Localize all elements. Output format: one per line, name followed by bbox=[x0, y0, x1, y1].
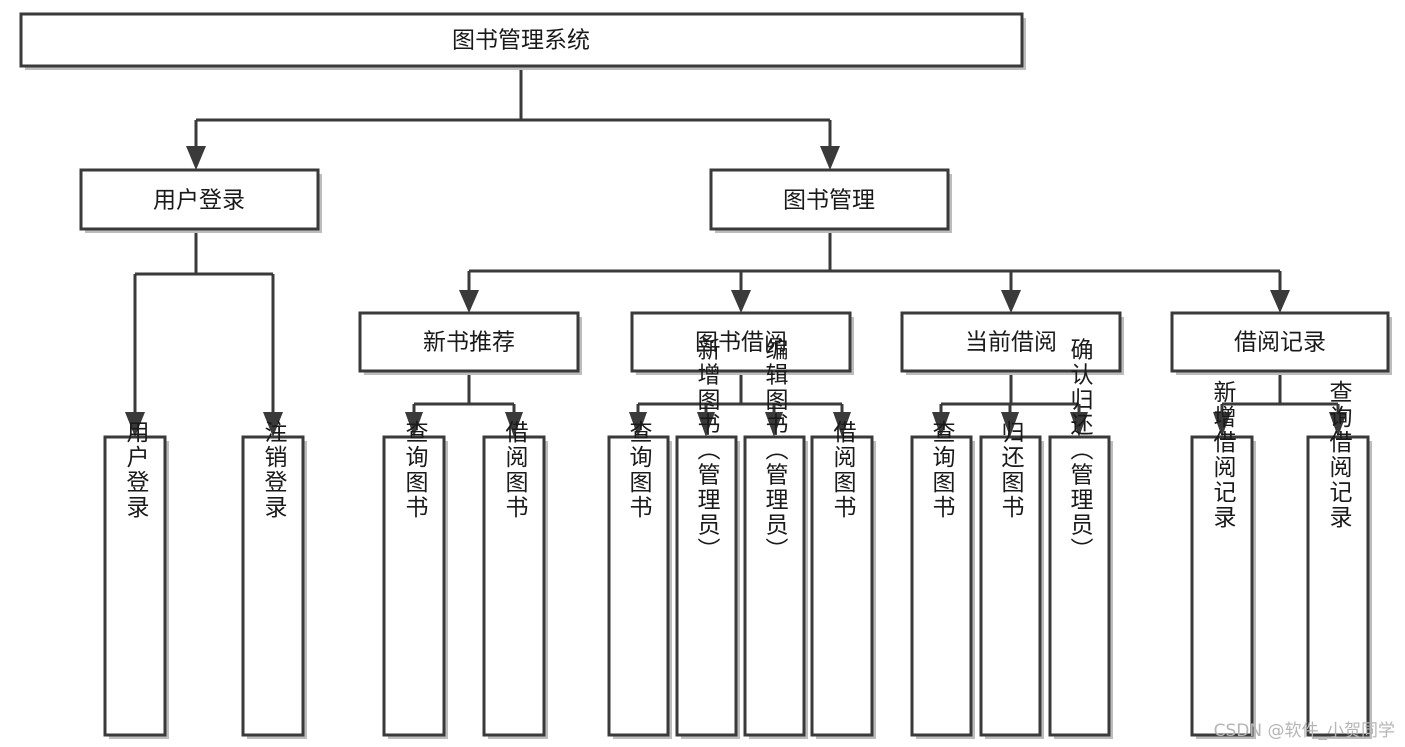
arrowhead-leaf-c3 bbox=[1070, 412, 1088, 437]
current-borrow-box bbox=[900, 311, 1122, 373]
arrowhead-leaf-b2 bbox=[697, 412, 715, 437]
arrowhead-book-borrow bbox=[731, 290, 751, 313]
arrowhead-leaf-n1 bbox=[405, 412, 423, 437]
arrowhead-leaf-b1 bbox=[629, 412, 647, 437]
root-label: 图书管理系统 bbox=[452, 28, 590, 54]
new-book-rec-box bbox=[358, 311, 580, 373]
arrowhead-leaf-b4 bbox=[833, 412, 851, 437]
leaf-label: 借阅图书 bbox=[501, 420, 529, 520]
arrowhead-leaf-r2 bbox=[1329, 412, 1347, 437]
node-book-manage[interactable]: 图书管理 bbox=[709, 168, 952, 233]
leaf-user-login-1[interactable]: 注销登录 bbox=[241, 420, 307, 739]
leaf-book-borrow-0[interactable]: 查询图书 bbox=[607, 420, 672, 739]
leaf-box bbox=[482, 435, 546, 737]
leaf-box bbox=[1048, 435, 1111, 737]
leaf-current-borrow-0[interactable]: 查询图书 bbox=[910, 420, 975, 739]
book-borrow-box bbox=[630, 311, 852, 373]
node-new-book-rec[interactable]: 新书推荐 bbox=[358, 311, 582, 375]
leaf-borrow-record-1[interactable]: 查询借阅记录 bbox=[1306, 380, 1372, 739]
arrowhead-book-manage bbox=[820, 146, 840, 170]
new-book-rec-label: 新书推荐 bbox=[423, 330, 515, 356]
leaf-label: 借阅图书 bbox=[829, 420, 857, 520]
arrowhead-leaf-c2 bbox=[1001, 412, 1019, 437]
leaf-box bbox=[241, 435, 305, 737]
leaf-borrow-record-0[interactable]: 新增借阅记录 bbox=[1190, 380, 1256, 739]
connector-layer bbox=[125, 68, 1347, 437]
arrowhead-leaf-b3 bbox=[765, 412, 783, 437]
leaf-label: 查询图书 bbox=[928, 420, 956, 520]
arrowhead-borrow-record bbox=[1270, 290, 1290, 313]
node-borrow-record[interactable]: 借阅记录 bbox=[1170, 311, 1392, 375]
leaf-label: 编辑图书（管理员） bbox=[761, 338, 789, 563]
leaf-box bbox=[810, 435, 874, 737]
leaf-book-borrow-3[interactable]: 借阅图书 bbox=[810, 420, 876, 739]
leaf-book-borrow-2[interactable]: 编辑图书（管理员） bbox=[743, 338, 808, 740]
leaf-box bbox=[607, 435, 670, 737]
leaf-label: 查询图书 bbox=[625, 420, 653, 520]
arrowhead-leaf-c1 bbox=[932, 412, 950, 437]
leaf-label: 注销登录 bbox=[260, 420, 288, 520]
leaf-box bbox=[675, 435, 738, 737]
leaf-new-book-rec-1[interactable]: 借阅图书 bbox=[482, 420, 548, 739]
leaf-box bbox=[979, 435, 1042, 737]
leaf-box bbox=[1190, 435, 1254, 737]
leaf-label: 新增借阅记录 bbox=[1209, 380, 1237, 530]
leaf-label: 归还图书 bbox=[997, 420, 1025, 520]
arrowhead-leaf-u2 bbox=[263, 412, 283, 437]
book-manage-label: 图书管理 bbox=[783, 188, 875, 214]
leaf-label: 用户登录 bbox=[122, 420, 150, 520]
borrow-record-label: 借阅记录 bbox=[1234, 330, 1326, 356]
leaf-label: 查询图书 bbox=[401, 420, 429, 520]
arrowhead-leaf-r1 bbox=[1213, 412, 1231, 437]
leaf-current-borrow-1[interactable]: 归还图书 bbox=[979, 420, 1044, 739]
user-login-box bbox=[79, 168, 320, 231]
leaf-label: 新增图书（管理员） bbox=[693, 338, 721, 563]
node-user-login[interactable]: 用户登录 bbox=[79, 168, 322, 233]
leaf-current-borrow-2[interactable]: 确认归还（管理员） bbox=[1048, 338, 1113, 740]
arrowhead-user-login bbox=[186, 146, 206, 170]
book-manage-box bbox=[709, 168, 950, 231]
node-root[interactable]: 图书管理系统 bbox=[19, 12, 1026, 70]
leaf-label: 确认归还（管理员） bbox=[1066, 338, 1094, 563]
leaf-box bbox=[103, 435, 167, 737]
arrowhead-new-book-rec bbox=[459, 290, 479, 313]
leaf-user-login-0[interactable]: 用户登录 bbox=[103, 420, 169, 739]
leaf-box bbox=[910, 435, 973, 737]
leaf-new-book-rec-0[interactable]: 查询图书 bbox=[382, 420, 448, 739]
root-box bbox=[19, 12, 1024, 68]
leaf-box bbox=[1306, 435, 1370, 737]
node-book-borrow[interactable]: 图书借阅 bbox=[630, 311, 854, 375]
leaf-box bbox=[382, 435, 446, 737]
arrowhead-leaf-n2 bbox=[505, 412, 523, 437]
book-borrow-label: 图书借阅 bbox=[695, 330, 787, 356]
leaf-label: 查询借阅记录 bbox=[1325, 380, 1353, 530]
user-login-label: 用户登录 bbox=[153, 188, 245, 214]
arrowhead-current-borrow bbox=[1001, 290, 1021, 313]
borrow-record-box bbox=[1170, 311, 1390, 373]
current-borrow-label: 当前借阅 bbox=[965, 330, 1057, 356]
arrowhead-leaf-u1 bbox=[125, 412, 145, 437]
leaf-book-borrow-1[interactable]: 新增图书（管理员） bbox=[675, 338, 740, 740]
leaf-box bbox=[743, 435, 806, 737]
node-current-borrow[interactable]: 当前借阅 bbox=[900, 311, 1124, 375]
